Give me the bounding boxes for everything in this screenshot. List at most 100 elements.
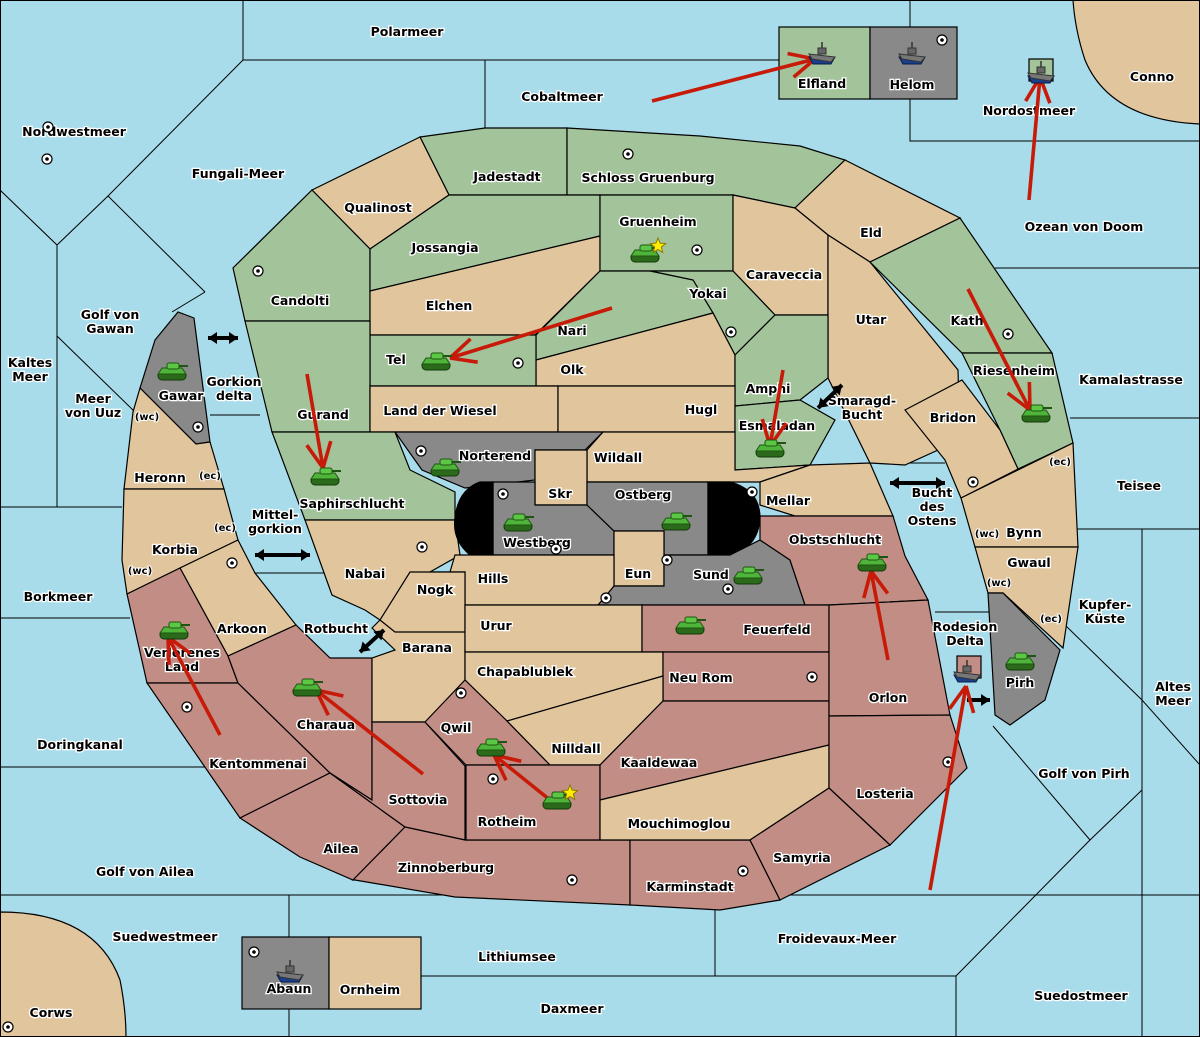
fleet-ship-icon[interactable] bbox=[953, 660, 981, 683]
army-tank-icon[interactable] bbox=[430, 458, 461, 477]
supply-center-dot bbox=[971, 480, 975, 484]
label-riesenheim: Riesenheim bbox=[973, 363, 1055, 378]
region-hills[interactable] bbox=[449, 554, 615, 606]
order-arrow bbox=[966, 288, 1032, 412]
passage-arrow bbox=[816, 383, 844, 410]
supply-center-dot bbox=[230, 561, 234, 565]
supply-center-dot bbox=[45, 157, 49, 161]
label-barana: Barana bbox=[402, 640, 452, 655]
supply-center-dot bbox=[185, 705, 189, 709]
supply-center-dot bbox=[491, 777, 495, 781]
label-eun: Eun bbox=[625, 566, 651, 581]
arrowhead bbox=[981, 694, 990, 706]
coast-marker-pirh: (ec) bbox=[1040, 614, 1062, 625]
fleet-ship-icon[interactable] bbox=[808, 42, 836, 65]
label-caraveccia: Caraveccia bbox=[746, 267, 822, 282]
supply-center-dot bbox=[252, 950, 256, 954]
army-tank-icon[interactable] bbox=[1021, 404, 1052, 423]
label-mittelgorkion: Mittel-gorkion bbox=[248, 507, 302, 536]
supply-center-dot bbox=[516, 361, 520, 365]
region-gruenheim[interactable] bbox=[599, 194, 734, 272]
label-fungali: Fungali-Meer bbox=[192, 166, 285, 181]
label-lithiumsee: Lithiumsee bbox=[478, 949, 556, 964]
fleet-ship-icon[interactable] bbox=[276, 960, 304, 983]
coast-marker-bynn: (wc) bbox=[975, 529, 999, 540]
label-conno: Conno bbox=[1130, 69, 1175, 84]
army-tank-icon[interactable] bbox=[661, 512, 692, 531]
army-tank-icon[interactable] bbox=[292, 678, 323, 697]
label-ailea: Ailea bbox=[323, 841, 358, 856]
supply-center-dot bbox=[741, 869, 745, 873]
label-schloss: Schloss Gruenburg bbox=[581, 170, 714, 185]
label-saphirschlucht: Saphirschlucht bbox=[300, 496, 405, 511]
region-nogk2[interactable] bbox=[379, 571, 466, 633]
army-tank-icon[interactable] bbox=[675, 616, 706, 635]
label-arkoon: Arkoon bbox=[217, 621, 267, 636]
label-yokai: Yokai bbox=[688, 286, 727, 301]
arrowhead bbox=[818, 397, 829, 408]
army-tank-icon[interactable] bbox=[421, 352, 452, 371]
label-esmaladan: Esmaladan bbox=[739, 418, 815, 433]
label-gawar: Gawar bbox=[159, 388, 205, 403]
label-amphi: Amphi bbox=[746, 381, 791, 396]
label-norterend: Norterend bbox=[459, 448, 531, 463]
arrowhead bbox=[301, 549, 310, 561]
army-tank-icon[interactable] bbox=[755, 439, 786, 458]
land-regions bbox=[121, 127, 1074, 911]
army-tank-icon[interactable] bbox=[159, 621, 190, 640]
region-gwaul[interactable] bbox=[974, 546, 1079, 650]
label-pirh: Pirh bbox=[1006, 675, 1035, 690]
supply-center-dot bbox=[46, 125, 50, 129]
label-nabai: Nabai bbox=[345, 566, 386, 581]
label-ailea_gulf: Golf von Ailea bbox=[96, 864, 194, 879]
army-tank-icon[interactable] bbox=[542, 783, 579, 810]
arrowhead bbox=[936, 477, 945, 489]
coast-marker-gawar_heronn: (wc) bbox=[135, 412, 159, 423]
supply-centers bbox=[2, 34, 1014, 1033]
passage-arrow bbox=[358, 628, 386, 654]
label-feuerfeld: Feuerfeld bbox=[743, 622, 810, 637]
army-tank-icon[interactable] bbox=[310, 467, 341, 486]
label-qualinost: Qualinost bbox=[344, 200, 411, 215]
order-arrow bbox=[305, 373, 333, 470]
region-ornheim[interactable] bbox=[328, 936, 422, 1010]
label-gruenheim: Gruenheim bbox=[619, 214, 696, 229]
label-bridon: Bridon bbox=[930, 410, 976, 425]
fleet-ship-icon[interactable] bbox=[1027, 61, 1055, 84]
region-bridon[interactable] bbox=[904, 379, 1019, 499]
label-tel: Tel bbox=[386, 352, 406, 367]
label-suedwestmeer: Suedwestmeer bbox=[113, 929, 219, 944]
label-sund: Sund bbox=[693, 567, 729, 582]
passage-arrows bbox=[208, 332, 990, 706]
army-tank-icon[interactable] bbox=[476, 738, 507, 757]
supply-center-dot bbox=[626, 152, 630, 156]
army-tank-icon[interactable] bbox=[503, 513, 534, 532]
supply-center-dot bbox=[256, 269, 260, 273]
label-losteria: Losteria bbox=[856, 786, 913, 801]
order-arrow bbox=[166, 635, 222, 736]
region-samyria[interactable] bbox=[749, 787, 892, 901]
label-abaun: Abaun bbox=[267, 981, 312, 996]
label-polarmeer: Polarmeer bbox=[371, 24, 445, 39]
region-corws[interactable] bbox=[0, 911, 127, 1037]
order-arrow bbox=[928, 684, 976, 891]
label-karminstadt: Karminstadt bbox=[646, 879, 733, 894]
supply-center-dot bbox=[420, 545, 424, 549]
order-arrow bbox=[448, 306, 613, 364]
label-ostberg: Ostberg bbox=[615, 487, 672, 502]
fleet-ship-icon[interactable] bbox=[898, 42, 926, 65]
army-tank-icon[interactable] bbox=[630, 236, 667, 263]
army-tank-icon[interactable] bbox=[1005, 652, 1036, 671]
label-mellar: Mellar bbox=[766, 493, 811, 508]
label-ornheim: Ornheim bbox=[340, 982, 400, 997]
label-jossangia: Jossangia bbox=[410, 240, 478, 255]
army-tank-icon[interactable] bbox=[857, 553, 888, 572]
army-tank-icon[interactable] bbox=[733, 566, 764, 585]
supply-center-dot bbox=[570, 878, 574, 882]
region-conno[interactable] bbox=[1072, 0, 1200, 125]
region-losteria[interactable] bbox=[828, 714, 968, 846]
army-tank-icon[interactable] bbox=[157, 362, 188, 381]
